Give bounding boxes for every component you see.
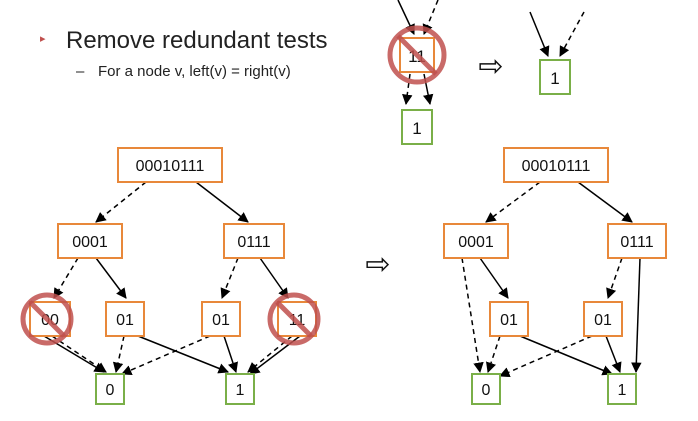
leaf-0-label: 0 [106,382,115,399]
node-0001-label: 0001 [72,234,108,251]
node-0001-label: 0001 [458,234,494,251]
leaf-1 [225,373,255,405]
tree-before: 00010111 0001 0111 00 01 01 11 0 [20,147,321,405]
example-result-box [539,59,571,95]
node-0001 [57,223,123,259]
leaf-0 [95,373,125,405]
node-0111-label: 0111 [620,234,653,251]
example-before: 11 1 [387,0,447,145]
leaf-1-label: 1 [236,382,245,399]
node-01-right [201,301,241,337]
node-01-left [489,301,529,337]
node-01-right [583,301,623,337]
edge-result-solid [529,11,550,57]
prohibition-icon [387,25,447,85]
prohibition-icon [20,292,74,346]
leaf-1 [607,373,637,405]
bullet-marker: ▸ [40,33,46,45]
prohibition-icon [267,292,321,346]
node-0111-label: 0111 [237,234,270,251]
leaf-0-label: 0 [482,382,491,399]
node-01-left-label: 01 [116,312,134,329]
node-01-right-label: 01 [212,312,230,329]
transform-arrow-icon: ⇨ [365,248,390,281]
node-root [117,147,223,183]
sub-bullet-dash: – [76,63,85,80]
node-0001 [443,223,509,259]
node-root-label: 00010111 [136,158,205,175]
bullet-subtitle: For a node v, left(v) = right(v) [98,63,291,80]
edge-result-dashed [559,11,585,57]
leaf-0 [471,373,501,405]
example-arrow-icon: ⇨ [478,50,503,83]
leaf-1-label: 1 [618,382,627,399]
example-leaf-label: 1 [412,119,421,138]
node-01-right-label: 01 [594,312,612,329]
node-root [503,147,609,183]
bullet-subtitle-row: –For a node v, left(v) = right(v) [76,63,291,80]
node-01-left-label: 01 [500,312,518,329]
example-leaf-box [401,109,433,145]
node-root-label: 00010111 [522,158,591,175]
example-after: 1 [529,11,585,95]
node-0111 [607,223,667,259]
example-result-label: 1 [550,69,559,88]
bullet-title: Remove redundant tests [66,27,328,54]
node-01-left [105,301,145,337]
tree-after: 00010111 0001 0111 01 01 0 1 [443,147,667,405]
node-0111 [223,223,285,259]
